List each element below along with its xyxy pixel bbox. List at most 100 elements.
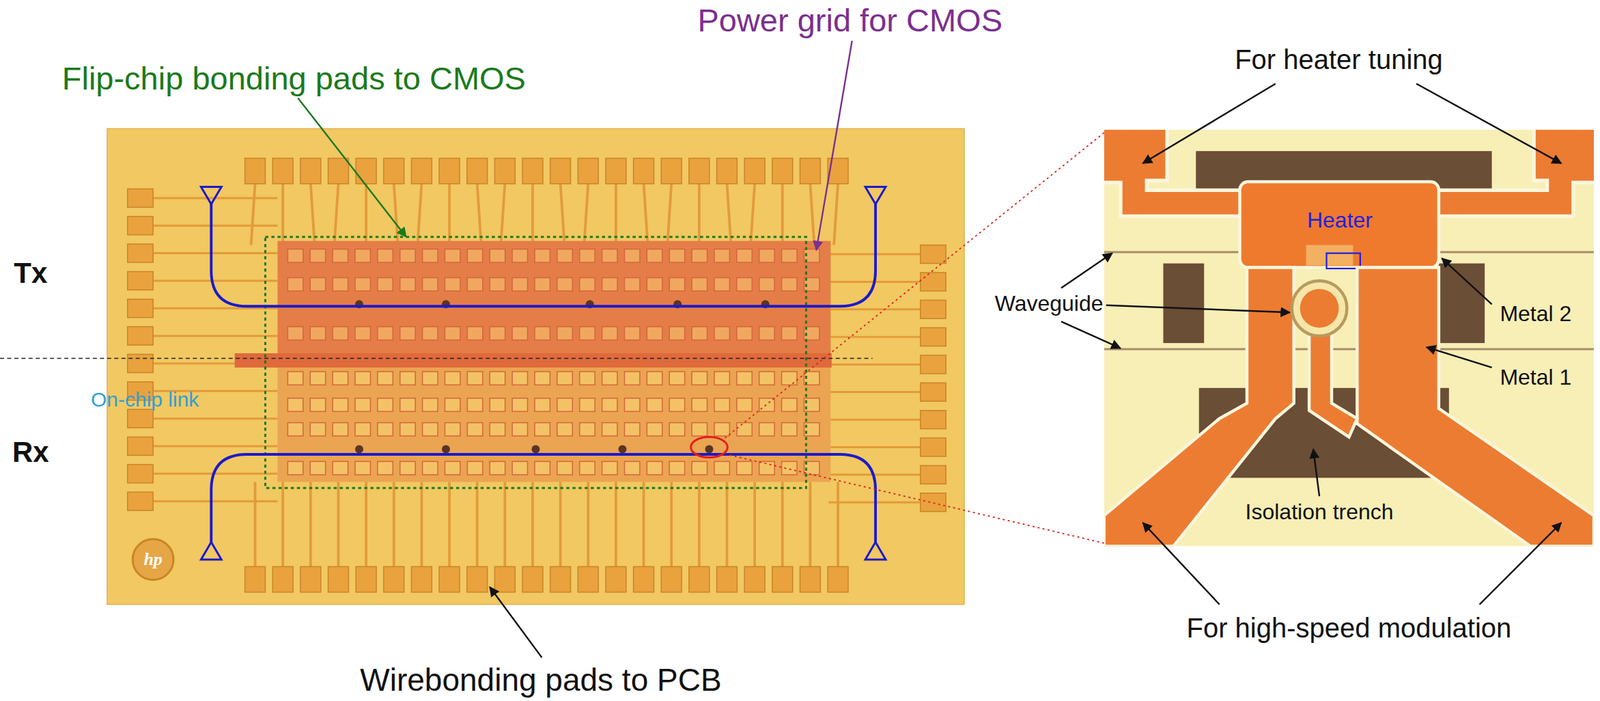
section-label: Tx [13, 257, 48, 289]
pad-wire [392, 481, 396, 567]
flip-chip-pad [714, 398, 730, 412]
flip-chip-pad [759, 371, 775, 385]
pad-wire [669, 481, 673, 567]
flip-chip-pad [332, 326, 348, 340]
flip-chip-pad [669, 277, 685, 291]
flip-chip-pad [377, 422, 393, 436]
pad-wire [531, 183, 535, 246]
flip-chip-pad [534, 460, 550, 474]
flip-chip-pad [557, 371, 573, 385]
flip-chip-pad [467, 422, 483, 436]
flip-chip-pad [646, 398, 662, 412]
flip-chip-pad [467, 398, 483, 412]
flip-chip-pad [646, 326, 662, 340]
chip-micrograph [107, 128, 965, 604]
flip-chip-pad [579, 249, 595, 263]
tx-waveguide [211, 202, 876, 306]
wirebond-pad [245, 158, 266, 184]
flip-chip-pad [512, 398, 528, 412]
flip-chip-pad [489, 326, 505, 340]
flip-chip-pad [669, 422, 685, 436]
leader-arrow [1143, 522, 1220, 605]
wirebond-pad [127, 437, 153, 456]
flip-chip-pad [602, 371, 618, 385]
pad-wire [531, 481, 535, 567]
leader-arrow [1143, 83, 1276, 164]
flip-chip-pad [310, 277, 326, 291]
wirebond-pad [744, 158, 765, 184]
flip-chip-pad [355, 249, 371, 263]
leader-arrow [489, 586, 542, 657]
flip-chip-pad [781, 460, 797, 474]
pad-wire [281, 481, 285, 567]
flip-chip-pad [287, 371, 303, 385]
pad-wire [152, 334, 278, 337]
flip-chip-pad [579, 326, 595, 340]
flip-chip-pad [781, 371, 797, 385]
zoom-line [726, 454, 1105, 543]
pad-wire [152, 445, 278, 448]
pad-wire [503, 481, 507, 567]
flip-chip-pad [714, 249, 730, 263]
flip-chip-pad [489, 277, 505, 291]
wirebond-pad [328, 566, 349, 592]
wirebond-pad [245, 566, 266, 592]
flip-chip-pad [422, 326, 438, 340]
leader-arrow [1416, 83, 1562, 164]
flip-chip-pad [355, 371, 371, 385]
flip-chip-pad [512, 422, 528, 436]
part-label: Heater [1307, 208, 1373, 233]
pad-wire [809, 183, 814, 246]
leader-arrow [1061, 321, 1121, 349]
flip-chip-pad [669, 326, 685, 340]
callout-label: Wirebonding pads to PCB [359, 662, 722, 698]
pad-wire [828, 335, 920, 339]
flip-chip-pad [534, 398, 550, 412]
flip-chip-pad [736, 422, 752, 436]
pad-wire [828, 418, 920, 421]
flip-chip-pad [512, 326, 528, 340]
flip-chip-pad [557, 249, 573, 263]
flip-chip-pad [646, 277, 662, 291]
flip-chip-pad [355, 460, 371, 474]
flip-chip-pad [714, 326, 730, 340]
wirebond-pad [827, 566, 849, 592]
callout-label: Power grid for CMOS [697, 2, 1003, 39]
flip-chip-pad [579, 422, 595, 436]
flip-chip-pad [489, 398, 505, 412]
waveguide [1104, 348, 1594, 351]
pad-wire [697, 481, 701, 567]
flip-chip-pad [736, 371, 752, 385]
wirebond-pad [411, 158, 432, 184]
flip-chip-pad [602, 422, 618, 436]
wirebond-pad [772, 566, 793, 592]
wirebond-pad [127, 491, 153, 511]
flip-chip-pad [669, 460, 685, 474]
flip-chip-pad [355, 422, 371, 436]
heater-neck [1306, 245, 1354, 266]
flip-chip-pad [736, 249, 752, 263]
leader-arrow [1061, 253, 1113, 289]
callout-label: For high-speed modulation [1186, 612, 1512, 643]
callout-label: Flip-chip bonding pads to CMOS [62, 60, 526, 97]
wirebond-pad [127, 271, 153, 290]
leader-arrow [816, 40, 852, 250]
flip-chip-pad [691, 371, 707, 385]
flip-chip-pad [489, 422, 505, 436]
pad-wire [614, 481, 618, 567]
flip-chip-pad [400, 460, 416, 474]
wirebond-pad [127, 299, 153, 318]
pad-wire [251, 183, 256, 246]
grating-coupler [865, 541, 886, 559]
wirebond-pad [661, 566, 682, 592]
flip-chip-pad [624, 371, 640, 385]
flip-chip-pad [646, 371, 662, 385]
ring-device [355, 445, 364, 454]
flip-chip-pad [512, 460, 528, 474]
flip-chip-pad [489, 460, 505, 474]
pad-wire [809, 481, 812, 567]
leader-arrow [1441, 258, 1492, 304]
pad-wire [364, 481, 368, 567]
chip-substrate [107, 128, 965, 604]
